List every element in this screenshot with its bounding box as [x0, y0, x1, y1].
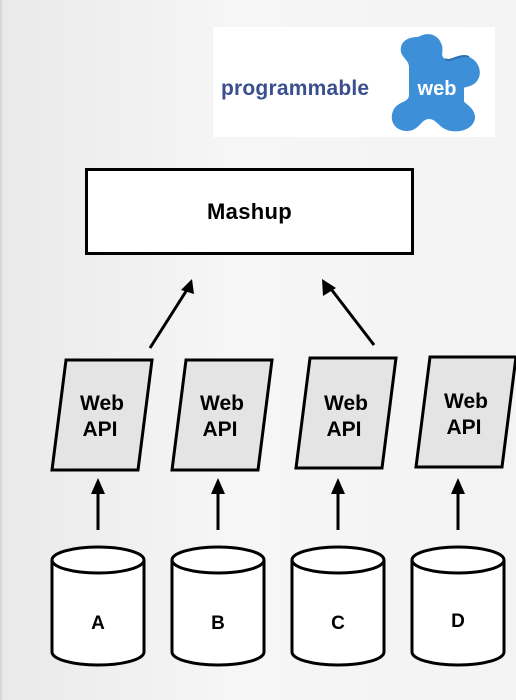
- arrowhead-2: [322, 279, 336, 296]
- web-api-4-line1: Web: [444, 390, 488, 413]
- web-api-1-line1: Web: [80, 392, 124, 415]
- logo-web-badge: web: [410, 75, 464, 103]
- database-b: B: [170, 545, 266, 667]
- arrow-api3-to-mashup: [326, 284, 376, 346]
- programmableweb-logo: programmable web: [213, 27, 495, 137]
- arrow-db-d-to-api: [451, 478, 465, 530]
- web-api-1-line2: API: [82, 418, 117, 441]
- web-api-3: Web API: [294, 356, 398, 470]
- web-api-3-line2: API: [326, 418, 361, 441]
- database-c: C: [290, 545, 386, 667]
- web-api-4: Web API: [414, 355, 516, 469]
- arrow-db-b-to-api: [211, 478, 225, 530]
- web-api-2-line1: Web: [200, 392, 244, 415]
- web-api-4-line2: API: [446, 416, 481, 439]
- database-d-label: D: [451, 611, 465, 632]
- database-c-label: C: [331, 613, 345, 634]
- arrowhead-1: [181, 279, 194, 294]
- web-api-1: Web API: [50, 358, 154, 472]
- arrow-db-c-to-api: [331, 478, 345, 530]
- logo-wordmark: programmable: [221, 77, 370, 100]
- mashup-label: Mashup: [207, 198, 292, 224]
- database-a-label: A: [91, 613, 105, 634]
- database-a: A: [50, 545, 146, 667]
- database-b-label: B: [211, 613, 225, 634]
- web-api-3-line1: Web: [324, 392, 368, 415]
- database-d: D: [410, 545, 506, 667]
- mashup-box: Mashup: [85, 168, 414, 255]
- arrow-api1-to-mashup: [148, 284, 192, 349]
- web-api-2-line2: API: [202, 418, 237, 441]
- web-api-2: Web API: [170, 358, 274, 472]
- arrow-db-a-to-api: [91, 478, 105, 530]
